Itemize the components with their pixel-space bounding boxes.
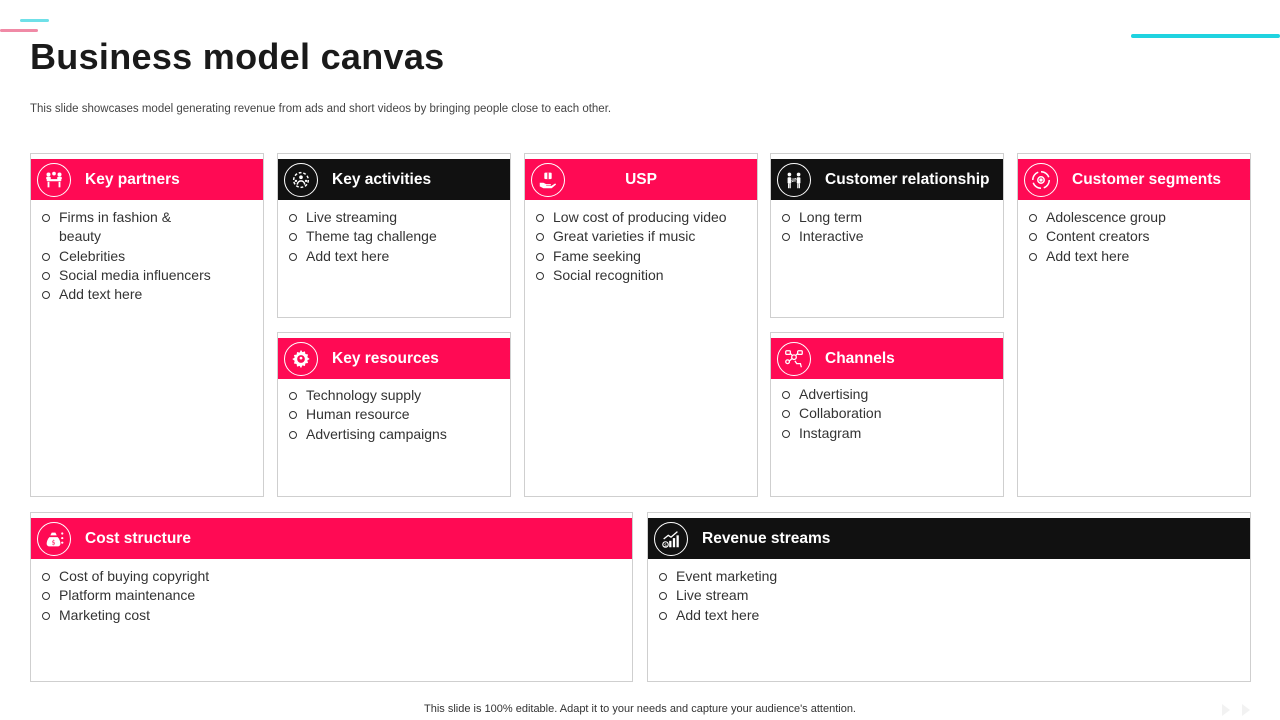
item-list: Firms in fashion & beauty Celebrities So…	[41, 208, 255, 304]
block-header: Key resources	[278, 338, 510, 379]
two-people-exchange-icon	[777, 162, 811, 197]
decorative-line-pink	[0, 29, 38, 32]
block-revenue-streams: $ Revenue streams Event marketing Live s…	[647, 512, 1251, 682]
block-title: Key partners	[85, 170, 180, 188]
list-item: Advertising	[781, 385, 995, 404]
list-item: Long term	[781, 208, 995, 227]
block-header: USP	[525, 159, 757, 200]
block-header: Key activities	[278, 159, 510, 200]
list-item: Adolescence group	[1028, 208, 1242, 227]
list-item: Marketing cost	[41, 606, 624, 625]
list-item: Low cost of producing video	[535, 208, 749, 227]
list-item: Interactive	[781, 227, 995, 246]
list-item: Social recognition	[535, 266, 749, 285]
network-hand-icon	[777, 341, 811, 376]
gear-people-icon	[284, 341, 318, 376]
list-item: Live streaming	[288, 208, 502, 227]
hand-gift-icon	[531, 162, 565, 197]
target-cycle-icon	[1024, 162, 1058, 197]
list-item: Social media influencers	[41, 266, 255, 285]
block-title: Revenue streams	[702, 529, 831, 547]
item-list: Long term Interactive	[781, 208, 995, 247]
svg-text:$: $	[52, 538, 56, 546]
people-meeting-icon	[37, 162, 71, 197]
list-item: Great varieties if music	[535, 227, 749, 246]
block-title: Customer segments	[1072, 170, 1222, 188]
page-subtitle: This slide showcases model generating re…	[30, 103, 612, 115]
block-title: Channels	[825, 349, 895, 367]
list-item: Technology supply	[288, 386, 502, 405]
list-item: Advertising campaigns	[288, 425, 502, 444]
next-arrow-icon[interactable]	[1242, 704, 1250, 716]
revenue-chart-icon: $	[654, 521, 688, 556]
block-channels: Channels Advertising Collaboration Insta…	[770, 332, 1004, 497]
list-item: Fame seeking	[535, 247, 749, 266]
list-item: Add text here	[41, 285, 255, 304]
item-list: Adolescence group Content creators Add t…	[1028, 208, 1242, 266]
list-item: Theme tag challenge	[288, 227, 502, 246]
block-header: $ Revenue streams	[648, 518, 1250, 559]
item-list: Advertising Collaboration Instagram	[781, 385, 995, 443]
block-customer-relationship: Customer relationship Long term Interact…	[770, 153, 1004, 318]
block-key-partners: Key partners Firms in fashion & beauty C…	[30, 153, 264, 497]
block-header: Key partners	[31, 159, 263, 200]
list-item: Firms in fashion &	[41, 208, 255, 227]
block-key-resources: Key resources Technology supply Human re…	[277, 332, 511, 497]
block-title: Key resources	[332, 349, 439, 367]
list-item: Event marketing	[658, 567, 1242, 586]
block-title: Cost structure	[85, 529, 191, 547]
list-item: Live stream	[658, 586, 1242, 605]
list-item: Add text here	[288, 247, 502, 266]
list-item: Cost of buying copyright	[41, 567, 624, 586]
list-item: Instagram	[781, 424, 995, 443]
list-item: Collaboration	[781, 404, 995, 423]
block-header: Channels	[771, 338, 1003, 379]
block-cost-structure: $ Cost structure Cost of buying copyrigh…	[30, 512, 633, 682]
list-item: Human resource	[288, 405, 502, 424]
block-header: $ Cost structure	[31, 518, 632, 559]
item-list: Event marketing Live stream Add text her…	[658, 567, 1242, 625]
item-list: Low cost of producing video Great variet…	[535, 208, 749, 285]
block-title: Customer relationship	[825, 170, 990, 188]
block-usp: USP Low cost of producing video Great va…	[524, 153, 758, 497]
list-item: Content creators	[1028, 227, 1242, 246]
list-item-continuation: beauty	[59, 228, 102, 245]
block-header: Customer relationship	[771, 159, 1003, 200]
list-item: Platform maintenance	[41, 586, 624, 605]
svg-text:$: $	[664, 542, 667, 548]
list-item: Celebrities	[41, 247, 255, 266]
list-item: Add text here	[1028, 247, 1242, 266]
money-bag-icon: $	[37, 521, 71, 556]
block-title: Key activities	[332, 170, 432, 188]
block-header: Customer segments	[1018, 159, 1250, 200]
prev-arrow-icon[interactable]	[1222, 704, 1230, 716]
item-list: Live streaming Theme tag challenge Add t…	[288, 208, 502, 266]
block-customer-segments: Customer segments Adolescence group Cont…	[1017, 153, 1251, 497]
slide-nav	[1222, 704, 1250, 716]
decorative-line-cyan	[20, 19, 49, 22]
footer-note: This slide is 100% editable. Adapt it to…	[424, 703, 856, 715]
block-key-activities: Key activities Live streaming Theme tag …	[277, 153, 511, 318]
item-list: Technology supply Human resource Adverti…	[288, 386, 502, 444]
block-title: USP	[625, 170, 657, 188]
page-title: Business model canvas	[30, 36, 445, 77]
decorative-line-cyan-right	[1131, 34, 1280, 38]
item-list: Cost of buying copyright Platform mainte…	[41, 567, 624, 625]
list-item: Add text here	[658, 606, 1242, 625]
team-gear-icon	[284, 162, 318, 197]
